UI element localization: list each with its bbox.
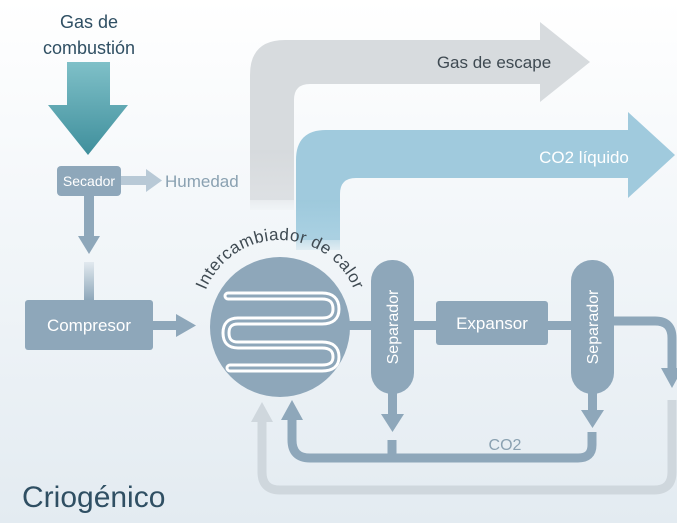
separator-1-outlet (381, 392, 404, 432)
flue-gas-label-1: Gas de (60, 12, 118, 32)
separator-to-expander-pipe (414, 321, 438, 330)
compressor-label: Compresor (47, 316, 131, 335)
dryer-label: Secador (63, 173, 115, 189)
expander-to-separator-pipe (546, 321, 572, 330)
compressor-unit: Compresor (25, 300, 153, 350)
flue-gas-label-2: combustión (43, 38, 135, 58)
moisture-label: Humedad (165, 172, 239, 191)
separator-2-outlet (581, 392, 604, 428)
compressor-to-exchanger-pipe (150, 314, 196, 337)
return-loop-gray (251, 400, 677, 495)
expander-unit: Expansor (436, 301, 548, 345)
page-title: Criogénico (22, 481, 165, 514)
heat-exchanger (210, 257, 350, 397)
co2-return-loop (281, 400, 597, 463)
dryer-to-compressor-pipe (78, 196, 100, 300)
separator-2: Separador (571, 260, 614, 394)
separator-1-label: Separador (385, 289, 402, 364)
exhaust-gas-label: Gas de escape (437, 53, 551, 72)
liquid-co2-arrow (296, 112, 675, 250)
liquid-co2-label: CO2 líquido (539, 148, 629, 167)
moisture-arrow (118, 169, 162, 192)
dryer-unit: Secador (57, 166, 121, 196)
flue-gas-arrow (48, 62, 128, 155)
co2-loop-label: CO2 (489, 437, 522, 454)
exchanger-to-separator-pipe (340, 321, 376, 330)
exhaust-gas-arrow (250, 22, 590, 210)
separator-2-label: Separador (585, 289, 602, 364)
separator-outlet-loop (610, 316, 677, 388)
expander-label: Expansor (456, 314, 528, 333)
separator-1: Separador (371, 260, 414, 394)
